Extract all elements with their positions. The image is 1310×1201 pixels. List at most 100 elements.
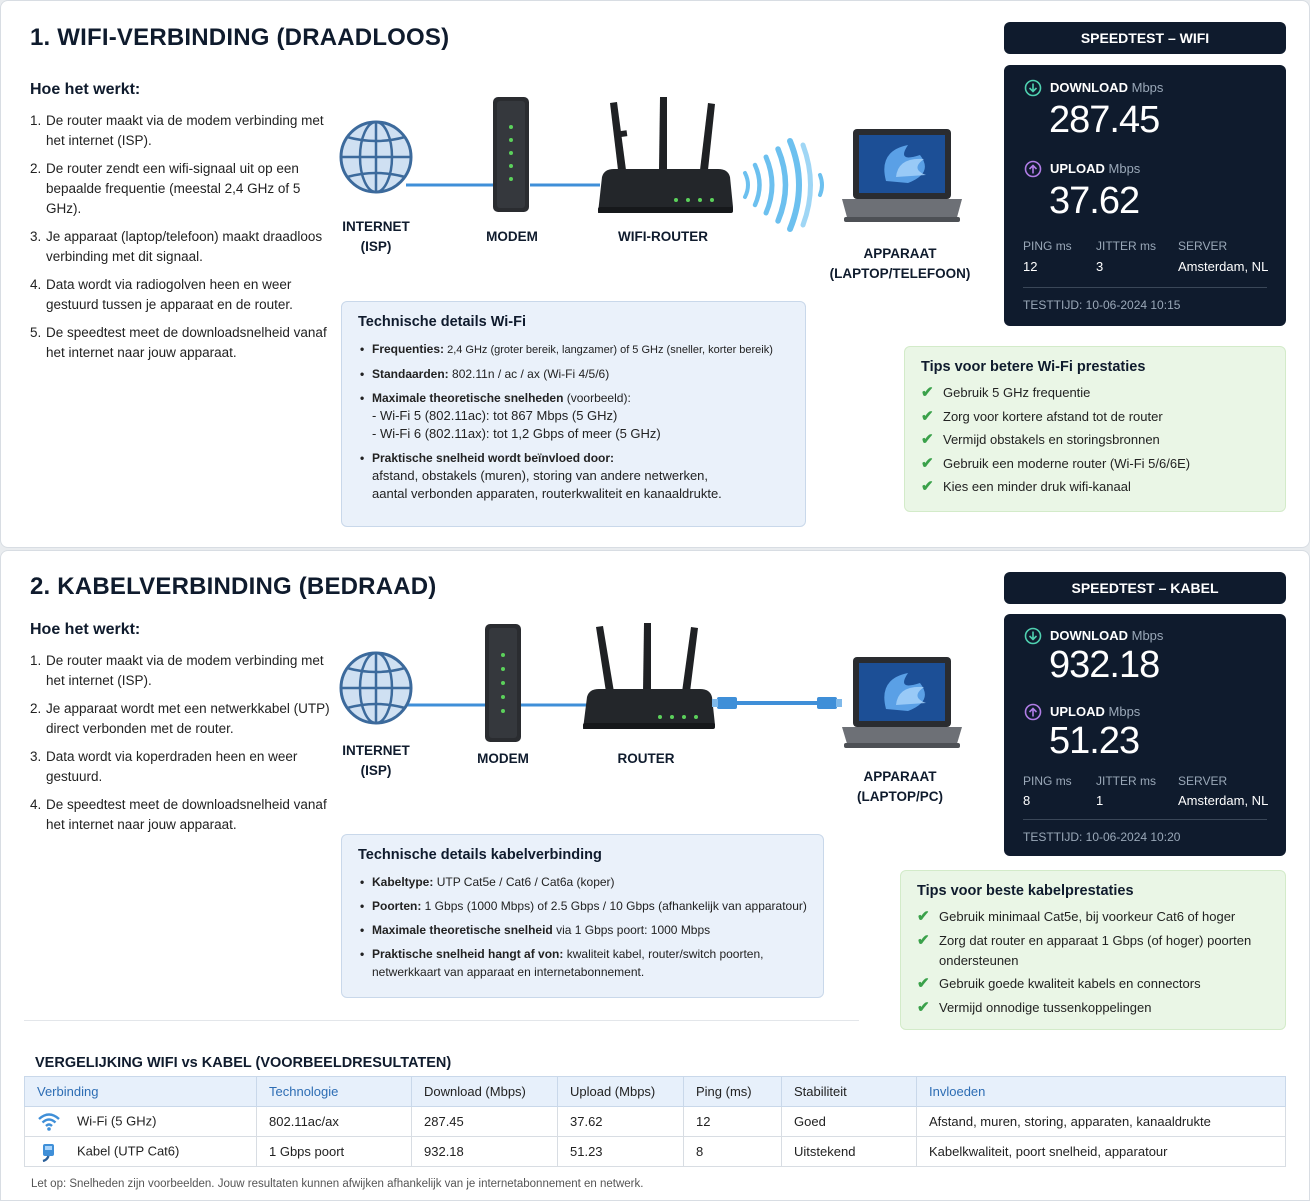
comparison-table: Verbinding Technologie Download (Mbps) U… (24, 1076, 1286, 1167)
cable-download-value: 932.18 (1049, 644, 1160, 686)
list-item: Maximale theoretische snelheden (voorbee… (358, 389, 789, 443)
list-item: ✔Gebruik goede kwaliteit kabels en conne… (917, 975, 1201, 992)
list-item: 3.Je apparaat (laptop/telefoon) maakt dr… (30, 229, 323, 264)
column-header: Invloeden (916, 1076, 1286, 1107)
list-item: ✔Gebruik een moderne router (Wi-Fi 5/6/6… (921, 454, 1191, 472)
cable-ping-value: 8 (1023, 793, 1031, 808)
list-item: 2.Je apparaat wordt met een netwerkkabel… (30, 701, 330, 736)
column-header: Download (Mbps) (411, 1076, 558, 1107)
list-item: ✔Vermijd obstakels en storingsbronnen (921, 431, 1160, 448)
wifi-how-title: Hoe het werkt: (30, 81, 141, 98)
cable-server-value: Amsterdam, NL (1178, 793, 1269, 808)
cable-tech-details: Technische details kabelverbinding Kabel… (341, 834, 824, 998)
modem-icon (493, 97, 529, 212)
cable-speedtest-panel: DOWNLOAD Mbps 932.18 UPLOAD Mbps 51.23 P… (1004, 614, 1286, 856)
modem-icon (485, 624, 521, 742)
list-item: ✔Kies een minder druk wifi-kanaal (921, 478, 1131, 495)
divider (24, 1020, 859, 1021)
wifi-tips-title: Tips voor betere Wi-Fi prestaties (921, 359, 1146, 375)
wifi-tech-details: Technische details Wi-Fi Frequenties: 2,… (341, 301, 806, 527)
cable-jitter-value: 1 (1096, 793, 1104, 808)
wifi-speedtest-header: SPEEDTEST – WIFI (1004, 22, 1286, 54)
check-icon: ✔ (921, 454, 934, 472)
list-item: Poorten: 1 Gbps (1000 Mbps) of 2.5 Gbps … (358, 897, 807, 915)
list-item: ✔Zorg voor kortere afstand tot de router (921, 407, 1163, 425)
globe-icon (339, 120, 413, 194)
cable-upload-value: 51.23 (1049, 720, 1140, 762)
device-label: APPARAAT(LAPTOP/TELEFOON) (829, 246, 971, 281)
check-icon: ✔ (917, 931, 930, 949)
list-item: ✔Gebruik minimaal Cat5e, bij voorkeur Ca… (917, 908, 1236, 925)
column-header: Stabiliteit (781, 1076, 917, 1107)
ethernet-plug-icon (42, 1143, 54, 1162)
wifi-tips: Tips voor betere Wi-Fi prestaties ✔Gebru… (904, 346, 1286, 512)
list-item: 1.De router maakt via de modem verbindin… (30, 113, 324, 148)
wifi-jitter-value: 3 (1096, 259, 1104, 274)
cable-how-title: Hoe het werkt: (30, 621, 141, 638)
cable-speedtest-header: SPEEDTEST – KABEL (1004, 572, 1286, 604)
wifi-router-label: WIFI-ROUTER (618, 229, 708, 244)
list-item: ✔Gebruik 5 GHz frequentie (921, 384, 1091, 401)
list-item: 1.De router maakt via de modem verbindin… (30, 653, 324, 688)
check-icon: ✔ (921, 431, 934, 448)
cable-tech-title: Technische details kabelverbinding (358, 847, 602, 863)
cable-steps-list: 1.De router maakt via de modem verbindin… (30, 651, 330, 843)
list-item: Kabeltype: UTP Cat5e / Cat6 / Cat6a (kop… (358, 873, 807, 891)
wifi-router-icon (598, 97, 733, 213)
device-label: APPARAAT(LAPTOP/PC) (856, 769, 943, 804)
check-icon: ✔ (921, 384, 934, 401)
wifi-tech-title: Technische details Wi-Fi (358, 314, 526, 330)
wifi-section-title: 1. WIFI-VERBINDING (DRAADLOOS) (30, 24, 450, 51)
wifi-speedtest-panel: DOWNLOAD Mbps 287.45 UPLOAD Mbps 37.62 P… (1004, 65, 1286, 326)
column-header: Technologie (256, 1076, 412, 1107)
footnote: Let op: Snelheden zijn voorbeelden. Jouw… (31, 1178, 644, 1190)
wifi-download-value: 287.45 (1049, 99, 1160, 141)
table-row: Kabel (UTP Cat6) 1 Gbps poort 932.18 51.… (24, 1136, 1286, 1167)
wifi-waves-icon (743, 138, 824, 232)
internet-label: INTERNET(ISP) (342, 219, 410, 254)
list-item: 5.De speedtest meet de downloadsnelheid … (30, 325, 327, 360)
check-icon: ✔ (917, 908, 930, 925)
list-item: 2.De router zendt een wifi-signaal uit o… (30, 161, 301, 216)
modem-label: MODEM (486, 229, 538, 244)
list-item: Standaarden: 802.11n / ac / ax (Wi-Fi 4/… (358, 365, 789, 383)
list-item: ✔Zorg dat router en apparaat 1 Gbps (of … (917, 931, 1252, 968)
router-icon (583, 623, 715, 729)
list-item: Praktische snelheid hangt af von: kwalit… (358, 945, 807, 981)
cable-section-title: 2. KABELVERBINDING (BEDRAAD) (30, 573, 437, 600)
wifi-ping-value: 12 (1023, 259, 1038, 274)
list-item: 3.Data wordt via koperdraden heen en wee… (30, 749, 298, 784)
list-item: Maximale theoretische snelheid via 1 Gbp… (358, 921, 807, 939)
comparison-title: VERGELIJKING WIFI vs KABEL (VOORBEELDRES… (35, 1055, 452, 1071)
cable-tips: Tips voor beste kabelprestaties ✔Gebruik… (900, 870, 1286, 1030)
cable-test-time: TESTTIJD: 10-06-2024 10:20 (1023, 830, 1181, 844)
list-item: 4.De speedtest meet de downloadsnelheid … (30, 797, 327, 832)
column-header: Upload (Mbps) (557, 1076, 684, 1107)
globe-icon (339, 651, 413, 725)
modem-label: MODEM (477, 751, 529, 766)
wifi-test-time: TESTTIJD: 10-06-2024 10:15 (1023, 298, 1181, 312)
column-header: Ping (ms) (683, 1076, 782, 1107)
internet-label: INTERNET(ISP) (342, 743, 410, 778)
check-icon: ✔ (921, 407, 934, 425)
download-icon (1024, 627, 1042, 645)
check-icon: ✔ (917, 975, 930, 992)
laptop-icon (842, 657, 962, 748)
list-item: ✔Vermijd onnodige tussenkoppelingen (917, 998, 1152, 1016)
wifi-icon (38, 1112, 60, 1131)
list-item: Frequenties: 2,4 GHz (groter bereik, lan… (358, 340, 789, 359)
wifi-diagram (339, 97, 962, 232)
list-item: 4.Data wordt via radiogolven heen en wee… (30, 277, 293, 312)
wifi-steps-list: 1.De router maakt via de modem verbindin… (30, 111, 330, 371)
wifi-upload-value: 37.62 (1049, 180, 1140, 222)
upload-icon (1024, 703, 1042, 721)
table-header-row: Verbinding Technologie Download (Mbps) U… (24, 1076, 1286, 1107)
table-row: Wi-Fi (5 GHz) 802.11ac/ax 287.45 37.62 1… (24, 1106, 1286, 1137)
download-icon (1024, 79, 1042, 97)
check-icon: ✔ (917, 998, 930, 1016)
cable-tips-title: Tips voor beste kabelprestaties (917, 883, 1134, 899)
check-icon: ✔ (921, 478, 934, 495)
cable-diagram (339, 623, 962, 748)
list-item: Praktische snelheid wordt beïnvloed door… (358, 449, 789, 503)
ethernet-cable-icon (712, 697, 842, 709)
